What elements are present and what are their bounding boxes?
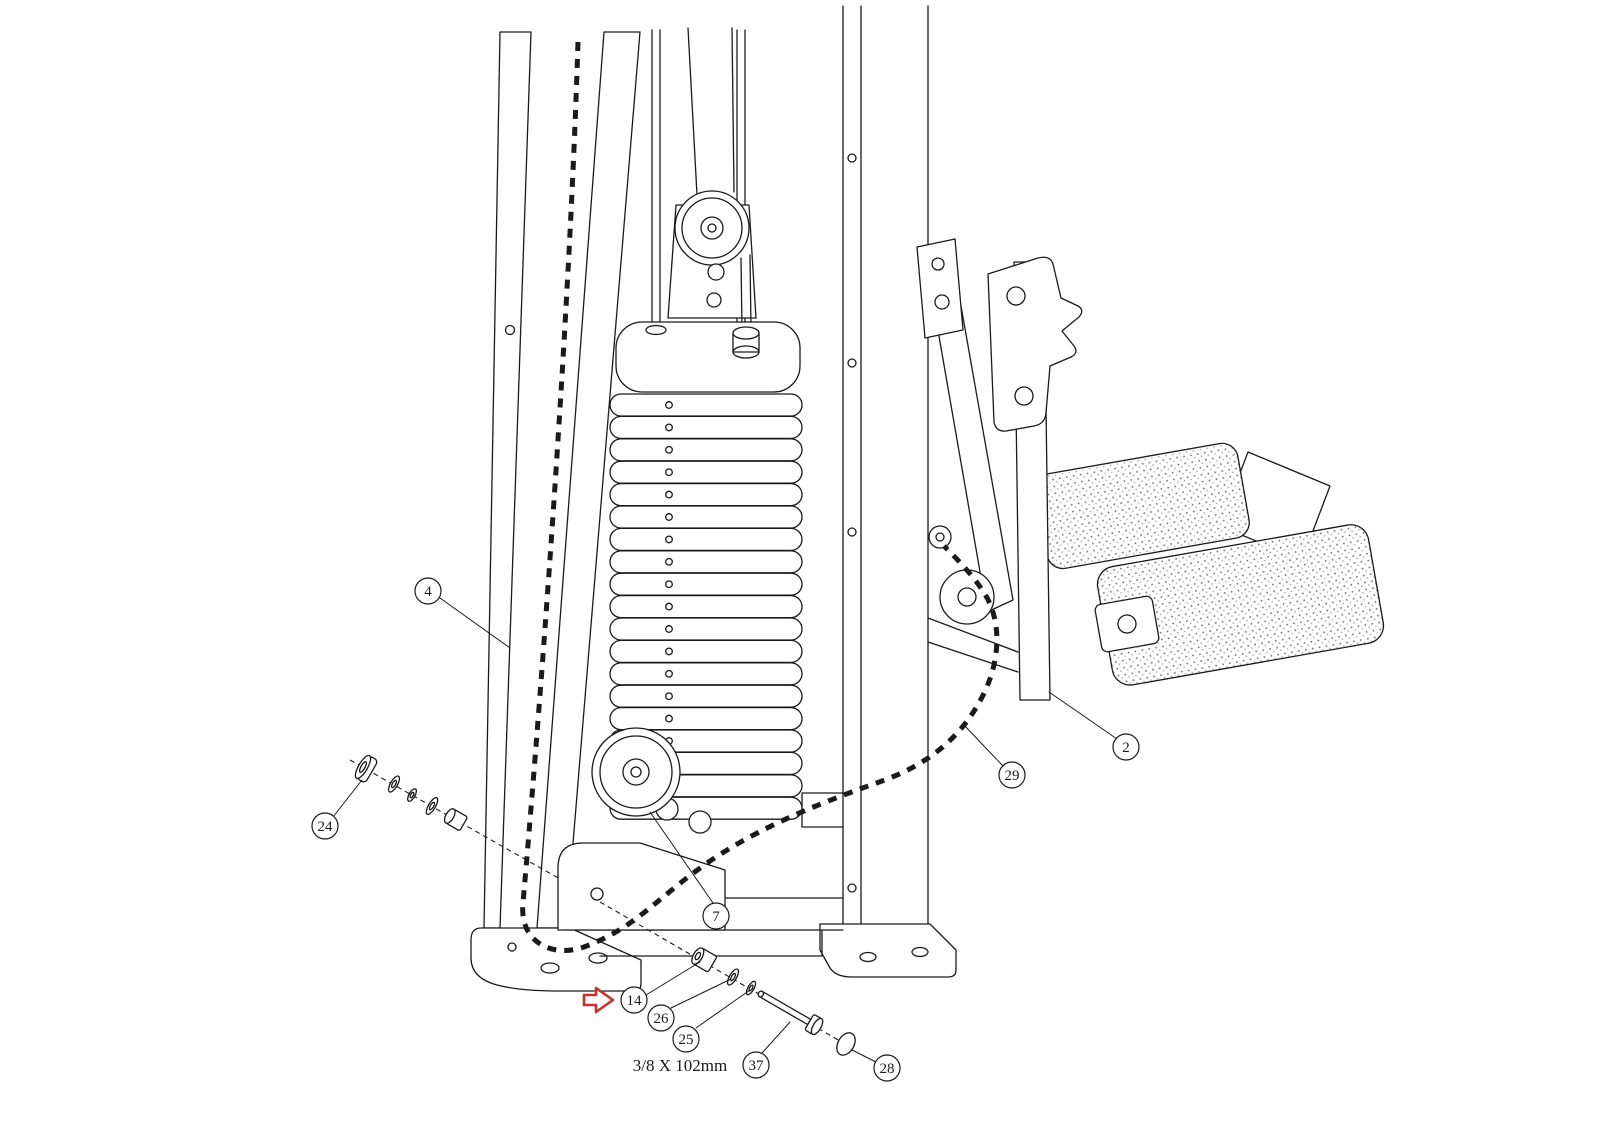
callout-14: 14 [620, 986, 648, 1014]
dimension-label: 3/8 X 102mm [633, 1056, 727, 1075]
guide-rods [651, 29, 746, 341]
pulley-bracket [557, 842, 726, 931]
spacer [691, 947, 717, 973]
highlight-arrow-icon [582, 986, 615, 1014]
callout-7: 7 [702, 902, 730, 930]
svg-text:37: 37 [749, 1058, 765, 1074]
foot-platforms [1035, 442, 1385, 686]
svg-text:29: 29 [1005, 768, 1020, 784]
svg-text:28: 28 [880, 1061, 895, 1077]
weight-carriage [615, 321, 801, 393]
callout-26: 26 [647, 1004, 675, 1032]
callout-leaders [332, 597, 1118, 1063]
svg-text:24: 24 [318, 819, 334, 835]
washer [425, 796, 439, 816]
svg-text:4: 4 [424, 584, 432, 600]
svg-text:7: 7 [712, 909, 720, 925]
washer [387, 775, 401, 793]
weight-stack [609, 393, 803, 820]
svg-text:2: 2 [1122, 740, 1130, 756]
cap-nut [354, 754, 378, 783]
top-pulley [667, 27, 757, 331]
press-arm-assembly [916, 238, 1083, 701]
callout-28: 28 [873, 1054, 901, 1082]
svg-text:26: 26 [654, 1011, 670, 1027]
callout-4: 4 [414, 577, 442, 605]
right-upright [819, 5, 957, 978]
bottom-pulley [591, 727, 681, 817]
callout-labels: 4 24 7 14 26 25 37 28 29 2 [311, 577, 1140, 1082]
cable-path [520, 41, 1000, 953]
bolt [757, 990, 824, 1036]
callout-37: 37 [742, 1051, 770, 1079]
left-upright [470, 31, 642, 992]
washer [406, 788, 418, 802]
bolt-hardware [599, 901, 856, 1056]
svg-text:14: 14 [627, 993, 643, 1009]
svg-text:25: 25 [679, 1032, 694, 1048]
end-cap [836, 1032, 856, 1056]
spacer [443, 808, 468, 831]
washer [726, 968, 740, 986]
callout-2: 2 [1112, 733, 1140, 761]
callout-29: 29 [998, 761, 1026, 789]
washer [745, 980, 757, 996]
callout-25: 25 [672, 1025, 700, 1053]
callout-24: 24 [311, 812, 339, 840]
